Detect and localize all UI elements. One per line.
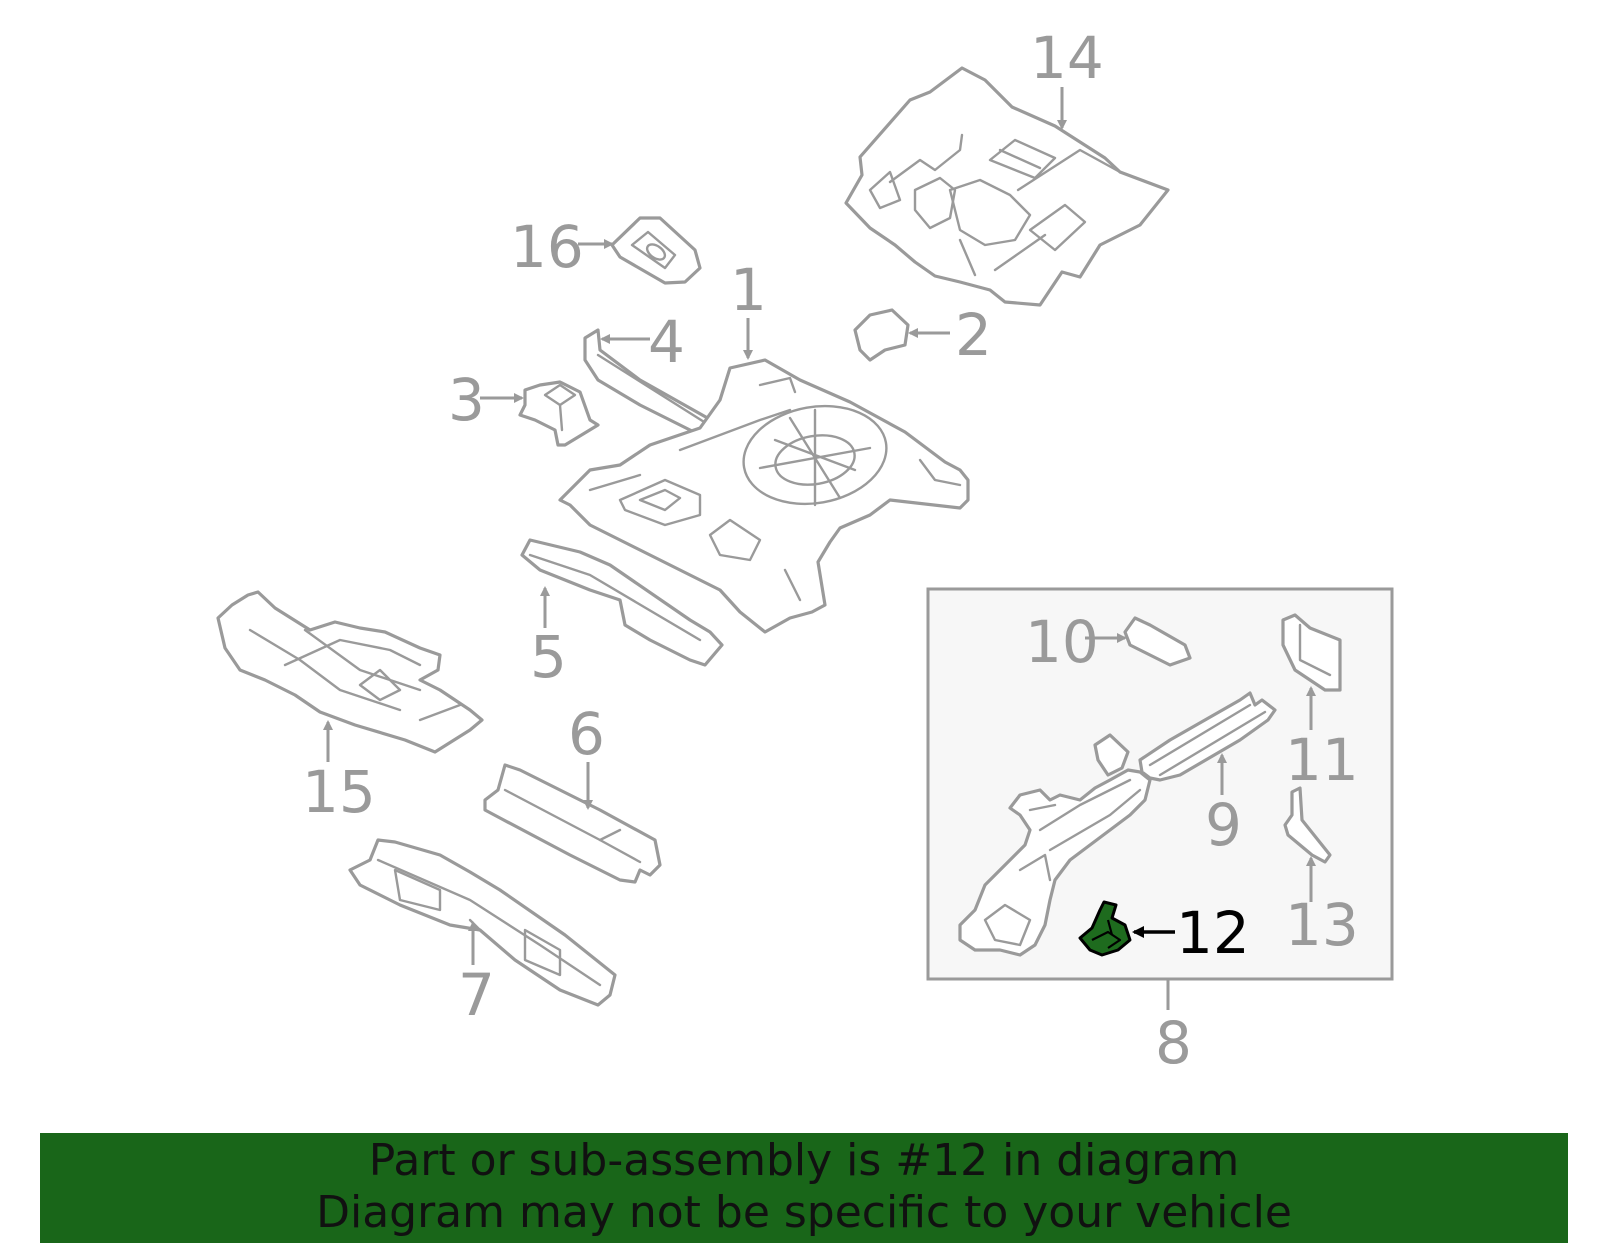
part-14-rear-floor-pan[interactable]	[844, 66, 1170, 307]
callout-2: 2	[955, 301, 992, 369]
callout-5: 5	[530, 623, 567, 691]
callout-11: 11	[1285, 726, 1359, 794]
callout-3: 3	[448, 366, 485, 434]
part-10-bracket[interactable]	[1123, 616, 1192, 667]
part-15-floor-pan[interactable]	[216, 590, 484, 754]
part-3-bracket[interactable]	[518, 380, 600, 447]
part-5-crossmember[interactable]	[520, 538, 724, 667]
callout-10: 10	[1025, 608, 1099, 676]
part-2-plate[interactable]	[853, 308, 910, 362]
callout-16: 16	[510, 213, 584, 281]
part-9-rail[interactable]	[1138, 691, 1277, 782]
part-13-bracket[interactable]	[1283, 786, 1332, 864]
callout-15: 15	[302, 758, 376, 826]
info-banner: Part or sub-assembly is #12 in diagram D…	[40, 1133, 1568, 1243]
banner-line-1: Part or sub-assembly is #12 in diagram	[368, 1135, 1240, 1186]
part-1-rear-floor-spare-well[interactable]	[558, 358, 970, 634]
callout-8: 8	[1155, 1009, 1192, 1077]
part-7-reinforcement[interactable]	[348, 838, 617, 1007]
callout-13: 13	[1285, 891, 1359, 959]
callout-1: 1	[730, 256, 767, 324]
part-11-bracket[interactable]	[1281, 613, 1342, 692]
banner-line-2: Diagram may not be specific to your vehi…	[316, 1187, 1292, 1238]
callout-14: 14	[1030, 24, 1104, 92]
callout-9: 9	[1205, 791, 1242, 859]
callout-12: 12	[1176, 899, 1250, 967]
part-8-frame-rail-assembly[interactable]	[958, 733, 1152, 957]
part-6-rail[interactable]	[483, 763, 662, 884]
callout-6: 6	[568, 700, 605, 768]
part-16-plug[interactable]	[610, 216, 702, 285]
callout-7: 7	[458, 961, 495, 1029]
part-12-highlighted[interactable]	[1078, 900, 1132, 957]
callout-4: 4	[648, 308, 685, 376]
